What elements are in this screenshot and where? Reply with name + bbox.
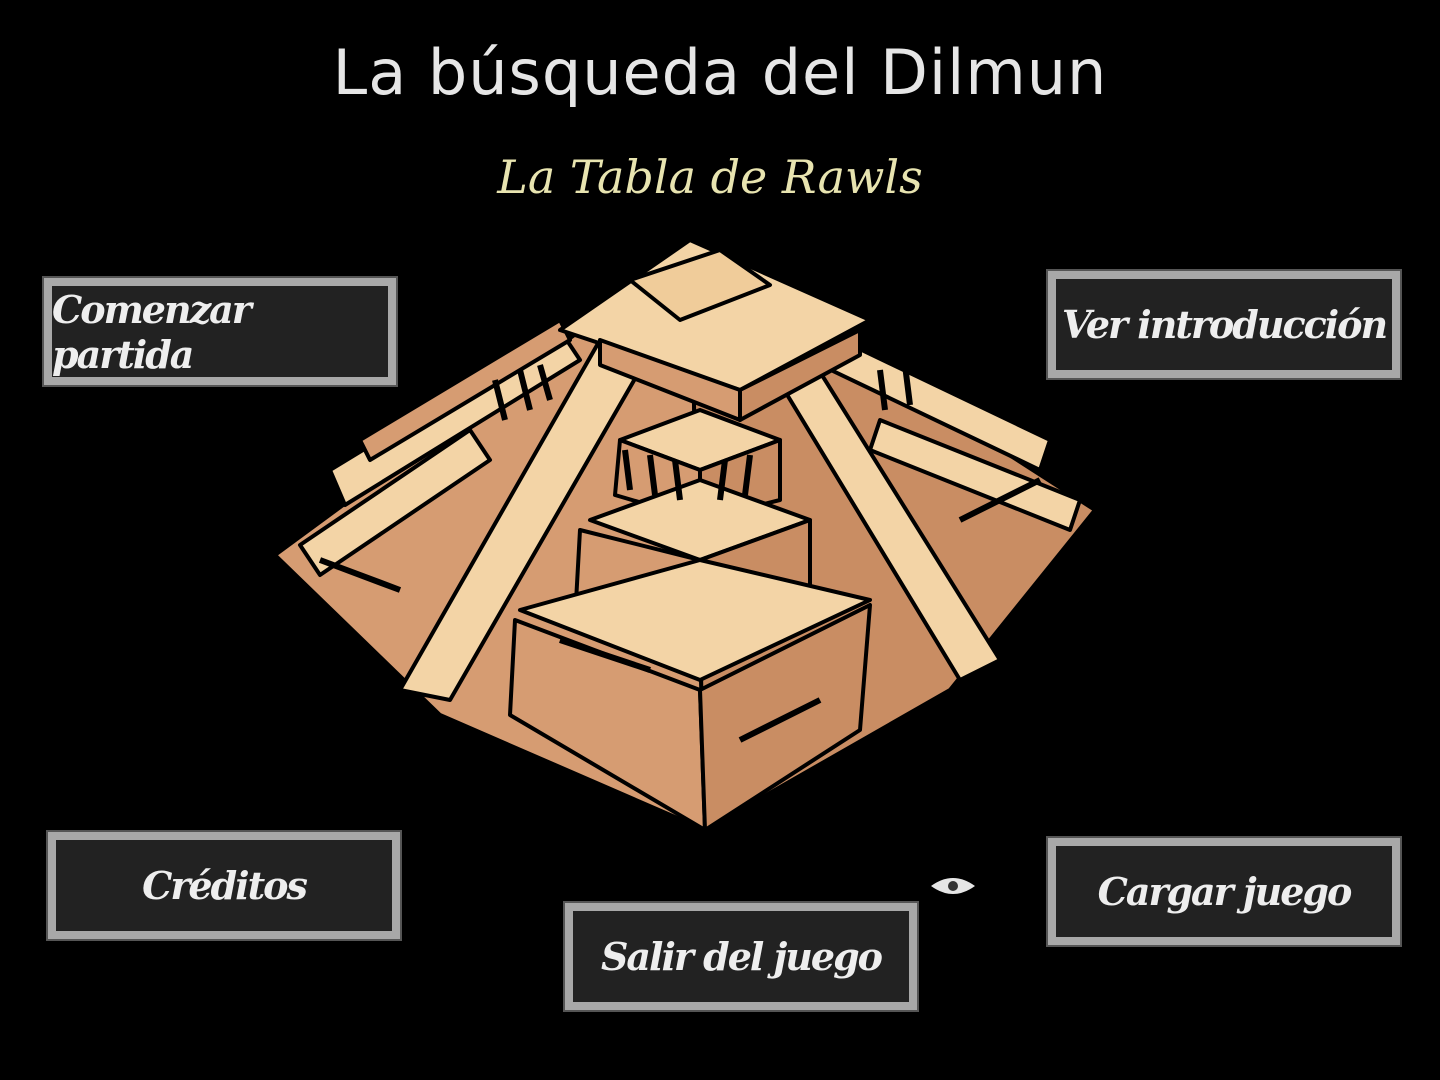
view-intro-button[interactable]: Ver introducción	[1046, 269, 1402, 380]
game-title: La búsqueda del Dilmun	[332, 36, 1108, 109]
quit-game-button[interactable]: Salir del juego	[563, 901, 919, 1012]
eye-icon	[931, 878, 975, 894]
credits-button[interactable]: Créditos	[46, 830, 402, 941]
game-subtitle: La Tabla de Rawls	[497, 150, 923, 204]
load-game-button[interactable]: Cargar juego	[1046, 836, 1402, 947]
start-game-button[interactable]: Comenzar partida	[42, 276, 398, 387]
